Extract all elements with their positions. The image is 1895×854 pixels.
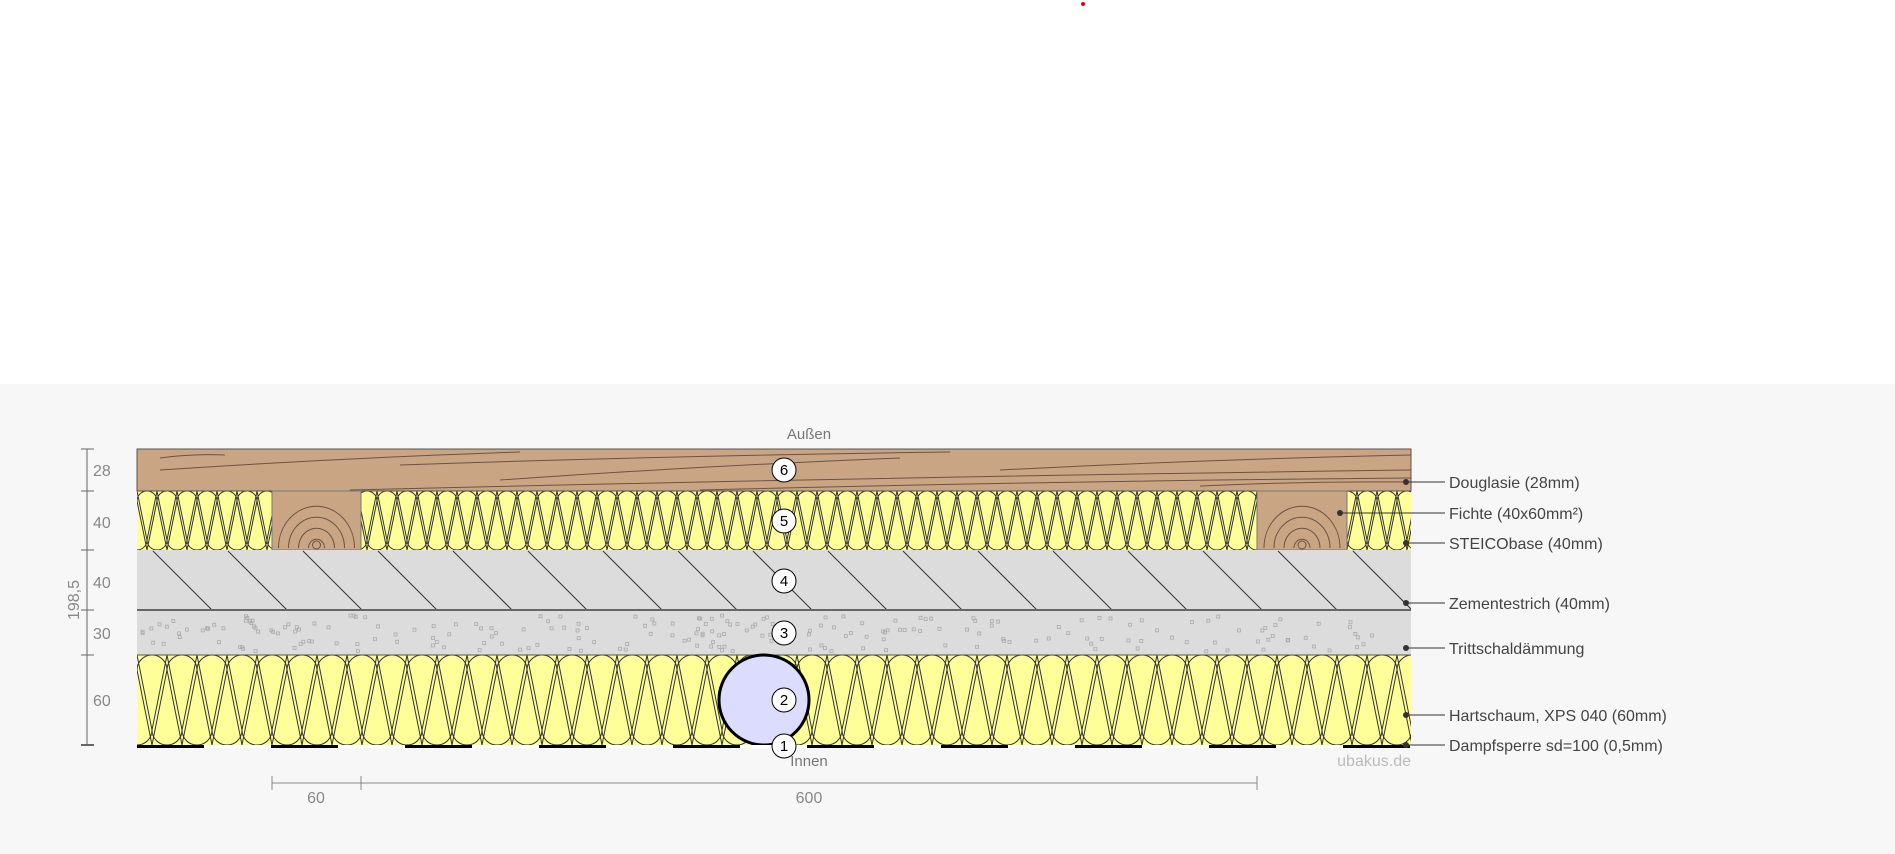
legend-item: Zementestrich (40mm): [1403, 596, 1610, 613]
legend-item: Douglasie (28mm): [1403, 475, 1580, 492]
vertical-dimension: [81, 448, 94, 746]
dim-batten-width: 60: [307, 790, 325, 807]
legend-item: Trittschaldämmung: [1403, 641, 1584, 658]
marker-number: 3: [780, 625, 788, 642]
dim-layer-6: 28: [93, 463, 111, 480]
dim-layer-5: 40: [93, 515, 111, 532]
red-dot-marker: [1081, 2, 1085, 6]
marker-number: 5: [780, 513, 788, 530]
layer-marker-3: 3: [771, 620, 797, 646]
layer-zementestrich: [137, 550, 1411, 611]
layer-marker-2: 2: [771, 687, 797, 713]
marker-number: 4: [780, 573, 788, 590]
layer-marker-6: 6: [771, 457, 797, 483]
dim-layer-3: 30: [93, 626, 111, 643]
dim-batten-spacing: 600: [796, 790, 823, 807]
legend-item: Hartschaum, XPS 040 (60mm): [1403, 708, 1667, 725]
outside-label: Außen: [787, 426, 831, 443]
marker-number: 6: [780, 462, 788, 479]
layer-marker-5: 5: [771, 508, 797, 534]
horizontal-dimension: [271, 776, 1258, 790]
legend-label: Zementestrich (40mm): [1449, 596, 1610, 613]
marker-number: 1: [780, 738, 788, 755]
legend-label: Douglasie (28mm): [1449, 475, 1580, 492]
dim-layer-4: 40: [93, 575, 111, 592]
legend-label: Fichte (40x60mm²): [1449, 506, 1583, 523]
dim-total: 198,5: [66, 580, 83, 620]
legend-label: STEICObase (40mm): [1449, 536, 1603, 553]
legend-label: Dampfsperre sd=100 (0,5mm): [1449, 738, 1663, 755]
marker-number: 2: [780, 692, 788, 709]
batten-fichte: [271, 490, 362, 551]
legend-item: Dampfsperre sd=100 (0,5mm): [1403, 738, 1663, 755]
legend-item: Fichte (40x60mm²): [1337, 506, 1583, 523]
legend-item: STEICObase (40mm): [1403, 536, 1603, 553]
legend-label: Hartschaum, XPS 040 (60mm): [1449, 708, 1667, 725]
inside-label: Innen: [790, 753, 828, 770]
batten-fichte: [1256, 490, 1348, 551]
layer-marker-1: 1: [771, 733, 797, 759]
dim-layer-2: 60: [93, 693, 111, 710]
legend-label: Trittschaldämmung: [1449, 641, 1584, 658]
layer-marker-4: 4: [771, 568, 797, 594]
watermark: ubakus.de: [1337, 753, 1411, 770]
